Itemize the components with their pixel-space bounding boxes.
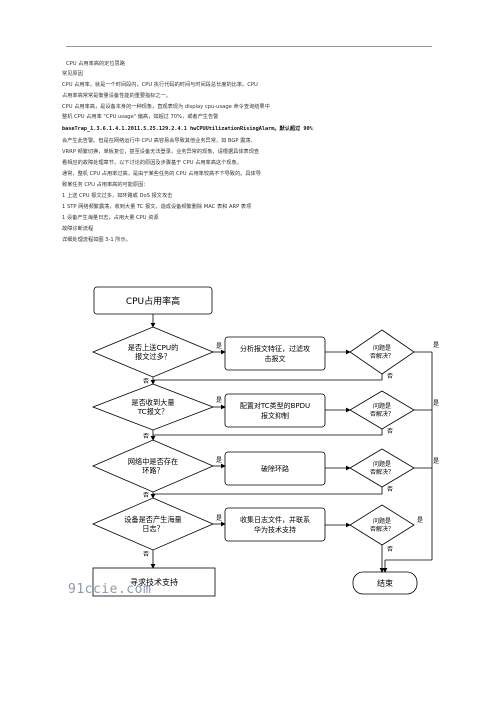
action-4-line2: 华为技术支持 xyxy=(254,525,296,534)
question-4-line1: 问题是 xyxy=(373,517,391,525)
question-2-line2: 否解决？ xyxy=(370,410,394,418)
yes-label: 是 xyxy=(417,517,423,524)
header-rule xyxy=(66,46,432,47)
decision-2-line1: 是否收到大量 xyxy=(131,398,174,407)
yes-label: 是 xyxy=(433,400,439,407)
list-item: 1 设备产生海量日志，占用大量 CPU 资源 xyxy=(62,215,159,221)
para-line: 致某任务 CPU 占用率高的可能原因： xyxy=(62,182,149,188)
yes-label: 是 xyxy=(433,458,439,465)
question-1-line1: 问题是 xyxy=(373,344,391,352)
para-line: 整机 CPU 占用率 "CPU usage" 偏高，如超过 70%，或者产生告警 xyxy=(62,114,219,120)
end-label: 结束 xyxy=(377,578,393,588)
para-line: VRRP 频繁切换，单板复位，甚至设备无法登录，业务异常的现象，请根据具体表现查 xyxy=(62,149,260,155)
decision-3-line2: 环路？ xyxy=(142,466,164,475)
action-3-line1: 破除环路 xyxy=(261,464,289,473)
decision-1-line1: 是否上送CPU的 xyxy=(128,343,179,352)
watermark: 91ccie.com xyxy=(68,582,152,597)
action-1-line1: 分析报文特征，过滤攻 xyxy=(240,344,310,353)
yes-label: 是 xyxy=(216,457,222,464)
no-label: 否 xyxy=(387,486,393,493)
yes-label: 是 xyxy=(216,397,222,404)
section-heading: 故障诊断流程 xyxy=(62,226,94,232)
list-item: 1 STP 网络频繁震荡，收到大量 TC 报文，造成设备频繁删除 MAC 表和 … xyxy=(62,204,252,210)
no-label: 否 xyxy=(387,373,393,380)
question-4-line2: 否解决？ xyxy=(370,525,394,533)
decision-2-line2: TC报文？ xyxy=(137,407,169,416)
para-line: 会产生此告警。但是在网络运行中 CPU 高容易会导致其他业务异常，如 BGP 震… xyxy=(62,138,256,144)
action-4-line1: 收集日志文件，并联系 xyxy=(240,515,310,524)
action-2-line2: 报文抑制 xyxy=(261,411,289,420)
para-line: 占用率高常常是衡量设备性能的重要指标之一。 xyxy=(62,93,171,99)
decision-4-line2: 日志？ xyxy=(142,524,164,533)
decision-4-line1: 设备是否产生海量 xyxy=(124,515,182,524)
support-label: 寻求技术支持 xyxy=(130,577,178,587)
no-label: 否 xyxy=(143,378,149,385)
decision-3-line1: 网络中是否存在 xyxy=(128,457,178,466)
no-label: 否 xyxy=(387,428,393,435)
para-line: CPU 占用率高，是设备本身的一种现象，直观表现为 display cpu-us… xyxy=(62,104,270,110)
start-label: CPU占用率高 xyxy=(126,295,180,307)
yes-label: 是 xyxy=(433,342,439,349)
yes-label: 是 xyxy=(216,515,222,522)
action-1-line2: 击报文 xyxy=(265,354,286,363)
no-label: 否 xyxy=(143,433,149,440)
question-3-line1: 问题是 xyxy=(373,460,391,468)
list-item: 1 上送 CPU 报文过多，如环路或 DoS 报文攻击 xyxy=(62,193,173,199)
para-line: CPU 占用率，就是一个时间段内，CPU 执行代码的时间与时间段总长度的比率。C… xyxy=(62,82,258,88)
question-2-line1: 问题是 xyxy=(373,402,391,410)
para-line: 详细处理流程如图 3-1 所示。 xyxy=(62,237,131,243)
action-2-line1: 配置对TC类型的BPDU xyxy=(240,401,310,410)
question-3-line2: 否解决？ xyxy=(370,468,394,476)
oid-line: baseTrap_1.3.6.1.4.1.2011.5.25.129.2.4.1… xyxy=(62,126,313,132)
no-label: 否 xyxy=(143,492,149,499)
no-label: 否 xyxy=(143,551,149,558)
doc-title: CPU 占用率高的定位思路 xyxy=(66,61,125,67)
para-line: 看相应的故障处理章节，以下讨论的原因及步骤基于 CPU 占用率高这个现象。 xyxy=(62,160,242,166)
yes-label: 是 xyxy=(216,343,222,350)
decision-1-line2: 报文过多？ xyxy=(135,352,171,361)
no-label: 否 xyxy=(387,546,393,553)
section-heading: 常见原因 xyxy=(62,71,83,77)
question-1-line2: 否解决？ xyxy=(370,352,394,360)
para-line: 通常，整机 CPU 占用率过高，是由于某些任务的 CPU 占用率较高不下导致的。… xyxy=(62,171,261,177)
